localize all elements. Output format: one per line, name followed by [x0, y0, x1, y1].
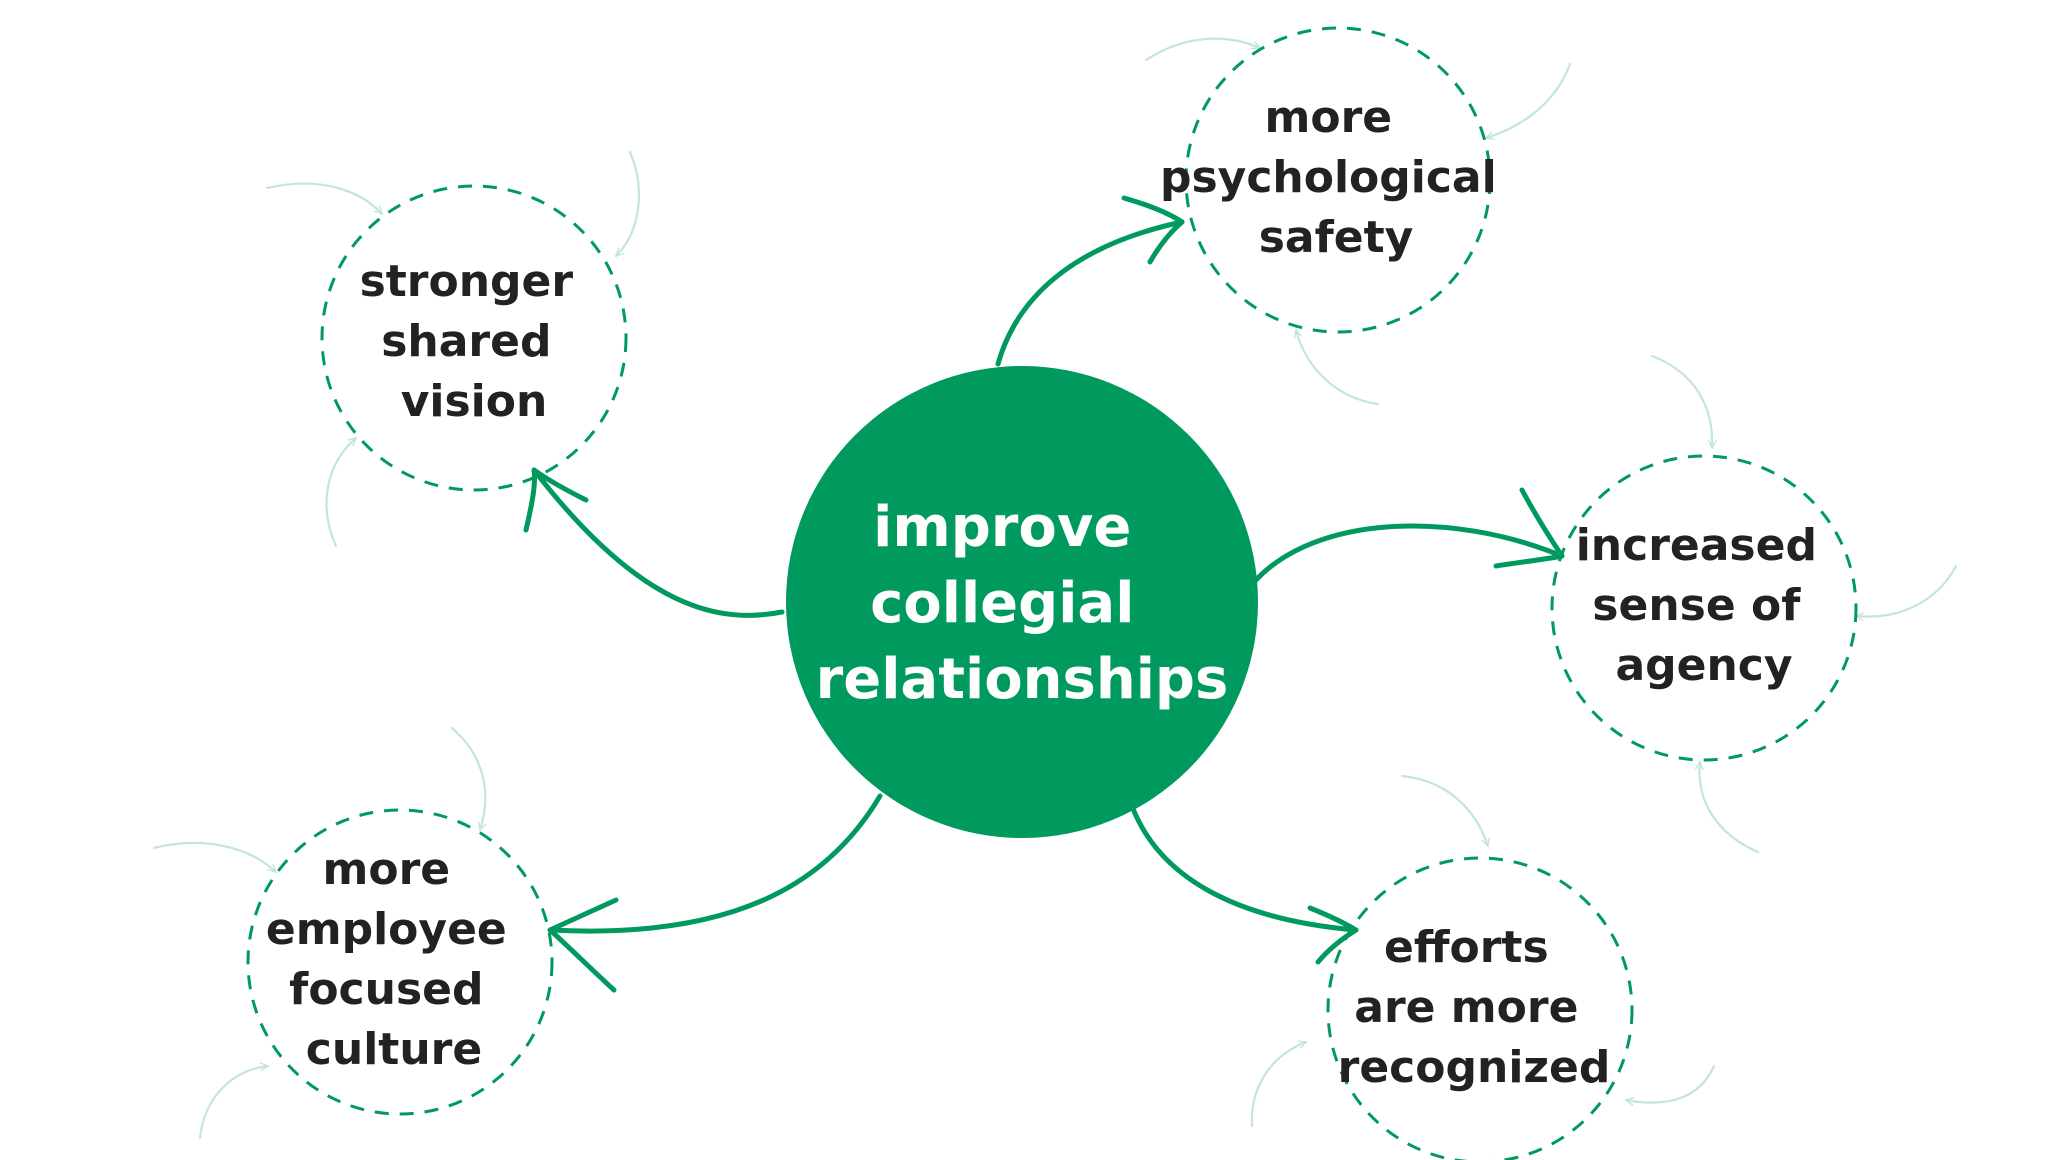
node-more-employee-focused-culture: more employee focused culture [246, 808, 554, 1116]
node-label: more employee focused culture [266, 844, 522, 1075]
swirl-arrow [1486, 62, 1572, 138]
swirl-arrow [1296, 330, 1380, 406]
connector-to-more-employee-focused-culture [547, 793, 883, 993]
node-label-line: culture [306, 1024, 482, 1075]
arrowhead [1307, 905, 1359, 965]
swirl-arrow [1250, 1042, 1306, 1128]
center-label-line: improve [873, 495, 1131, 560]
center-label-line: relationships [816, 647, 1229, 712]
node-label-line: more [1265, 92, 1393, 143]
node-label-line: focused [289, 964, 483, 1015]
decorative-swirls [152, 37, 1958, 1140]
node-stronger-shared-vision: stronger shared vision [320, 184, 628, 492]
connector-line [1253, 523, 1565, 583]
center-label-line: collegial [870, 571, 1134, 636]
connector-to-more-psychological-safety [995, 195, 1185, 367]
node-label-line: sense of [1592, 580, 1801, 631]
dashed-circle [320, 184, 628, 492]
node-label-line: agency [1615, 640, 1792, 691]
node-label-line: recognized [1338, 1042, 1611, 1093]
dashed-circle [1550, 454, 1858, 762]
swirl-arrow [450, 726, 487, 830]
node-label-line: vision [401, 376, 548, 427]
dashed-circle [246, 808, 554, 1116]
arrowhead [1121, 195, 1185, 265]
node-label-line: efforts [1384, 922, 1549, 973]
node-efforts-are-more-recognized: efforts are more recognized [1326, 856, 1634, 1160]
node-label: stronger shared vision [360, 256, 589, 427]
connector-line [1129, 803, 1359, 933]
swirl-arrow [1650, 354, 1712, 448]
center-label: improve collegial relationships [816, 495, 1229, 712]
arrowhead [523, 467, 589, 533]
connector-to-efforts-are-more-recognized [1129, 803, 1359, 965]
swirl-arrow [152, 841, 276, 874]
node-label-line: are more [1354, 982, 1578, 1033]
node-increased-sense-of-agency: increased sense of agency [1550, 454, 1858, 762]
node-label: efforts are more recognized [1338, 922, 1611, 1093]
swirl-arrow [1144, 37, 1260, 62]
node-label-line: psychological [1160, 152, 1497, 203]
node-label-line: stronger [360, 256, 574, 307]
node-label-line: increased [1576, 520, 1817, 571]
center-circle [786, 366, 1258, 838]
node-more-psychological-safety: more psychological safety [1160, 26, 1512, 334]
swirl-arrow [1400, 774, 1488, 846]
swirl-arrow [265, 182, 384, 214]
center-node: improve collegial relationships [786, 366, 1258, 838]
connector-to-increased-sense-of-agency [1253, 487, 1565, 583]
swirl-arrow [325, 436, 356, 548]
arrowhead [547, 897, 619, 993]
node-label-line: more [323, 844, 451, 895]
swirl-arrow [1856, 564, 1958, 617]
node-label-line: safety [1259, 212, 1414, 263]
node-label: more psychological safety [1160, 92, 1512, 263]
node-label-line: employee [266, 904, 507, 955]
connector-to-stronger-shared-vision [523, 467, 785, 618]
connector-line [547, 793, 883, 934]
swirl-arrow [1699, 762, 1760, 854]
dashed-circle [1184, 26, 1492, 334]
dashed-circle [1326, 856, 1634, 1160]
node-label: increased sense of agency [1576, 520, 1833, 691]
swirl-arrow [1626, 1064, 1716, 1103]
connector-line [995, 219, 1185, 367]
node-label-line: shared [381, 316, 551, 367]
connectors [523, 195, 1565, 993]
connector-line [531, 467, 785, 618]
swirl-arrow [198, 1066, 268, 1140]
swirl-arrow [616, 150, 641, 256]
